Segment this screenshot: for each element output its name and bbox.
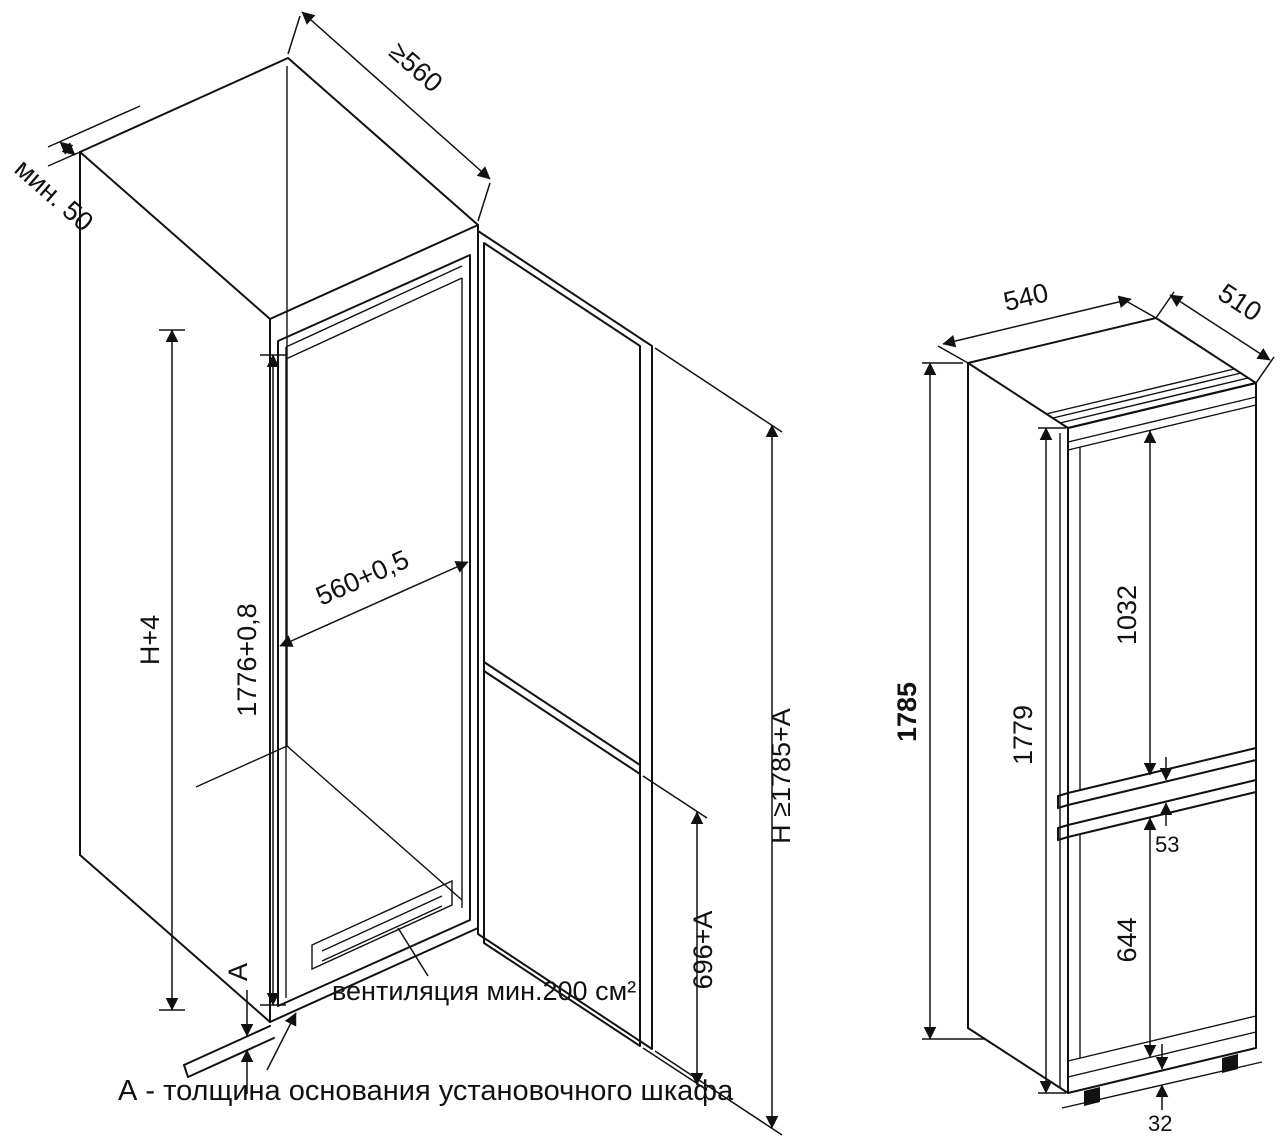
fridge-top-line (285, 265, 463, 348)
caption-leader-arrow (266, 1012, 297, 1071)
dimension-depth-min (301, 11, 491, 180)
cabinet-top-face (79, 57, 479, 320)
extension-line (642, 775, 708, 819)
door-bottom-line (1067, 1015, 1257, 1062)
front-top-strip (1067, 404, 1257, 451)
label-upper-door: 1032 (1112, 585, 1142, 645)
niche-figure: ≥560 мин. 50 H+4 1776+0,8 560+0,5 696+A … (9, 11, 796, 1136)
extension-line (47, 151, 81, 167)
door-split-line (483, 670, 641, 775)
wall-line (47, 105, 141, 148)
label-door-gap: 53 (1155, 832, 1179, 857)
ventilation-slot-line (321, 895, 443, 952)
top-face-line (1052, 372, 1242, 419)
extension-line (937, 345, 969, 364)
dimension-opening-width (279, 561, 469, 647)
top-face-line (1045, 368, 1235, 415)
upper-door-handle (1067, 759, 1257, 806)
appliance-side-bottom-edge (967, 1027, 1069, 1094)
appliance-figure: 540 510 1785 1779 1032 53 644 32 (892, 277, 1275, 1136)
niche-opening (277, 254, 471, 1007)
base-board-top (183, 1025, 271, 1066)
cabinet-front-bottom-edge (269, 927, 479, 1023)
extension-line (287, 15, 301, 55)
label-back-gap: мин. 50 (9, 153, 99, 237)
label-base-thickness: A (223, 963, 253, 981)
niche-floor-right-edge (286, 745, 463, 901)
top-face-line (1059, 377, 1249, 424)
front-top-strip (1067, 396, 1257, 443)
label-depth: 510 (1213, 278, 1267, 328)
extension-line (654, 1050, 783, 1136)
label-total-height: 1785 (892, 682, 922, 742)
base-board-bottom (187, 1037, 275, 1078)
ventilation-grille (311, 879, 453, 971)
extension-line (477, 182, 491, 222)
door-split-line (483, 661, 641, 766)
diagram-caption: А - толщина основания установочного шкаф… (118, 1075, 734, 1107)
appliance-foot (1084, 1087, 1100, 1106)
lower-handle-end (1057, 824, 1069, 841)
dimension-back-gap (59, 141, 76, 156)
ventilation-leader (397, 927, 429, 977)
label-body-height: 1779 (1008, 705, 1038, 765)
label-lower-door-right: 644 (1112, 917, 1142, 962)
label-lower-door: 696+A (688, 911, 718, 990)
label-width: 540 (1000, 277, 1051, 317)
label-height-plus: H+4 (135, 615, 165, 665)
base-board-cap (183, 1064, 189, 1078)
appliance-door-panel (483, 242, 641, 1047)
label-opening-width: 560+0,5 (311, 544, 413, 611)
extension-line (1125, 300, 1157, 319)
fridge-top-line (285, 277, 463, 360)
appliance-front-face (1067, 382, 1257, 1094)
extension-line (654, 347, 783, 433)
furniture-door-panel (477, 230, 653, 1050)
appliance-top-face (967, 317, 1257, 429)
dimension-depth (1169, 294, 1271, 361)
label-panel-height: H ≥1785+A (766, 708, 796, 844)
upper-handle-end (1057, 792, 1069, 809)
extension-line (1255, 356, 1275, 384)
label-depth-min: ≥560 (384, 36, 449, 98)
ventilation-slot-line (321, 905, 443, 962)
label-feet-height: 32 (1148, 1111, 1172, 1136)
label-opening-height: 1776+0,8 (232, 603, 262, 716)
label-ventilation: вентиляция мин.200 см² (332, 976, 636, 1006)
dimension-width (942, 295, 1132, 348)
cabinet-left-bottom-edge (79, 854, 271, 1023)
